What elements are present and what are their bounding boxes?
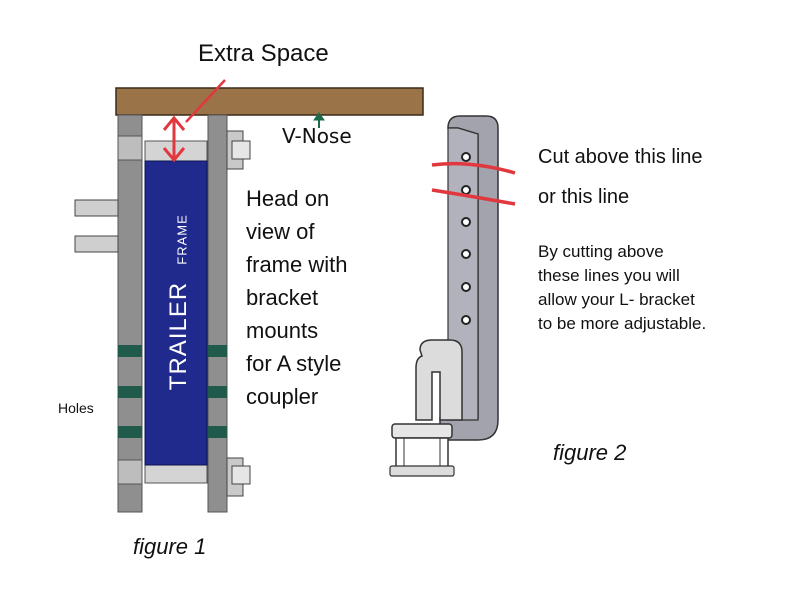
head-on-line: bracket <box>246 285 319 310</box>
head-on-line: Head on <box>246 186 330 211</box>
bottom-right-bolt <box>226 457 251 497</box>
head-on-line: mounts <box>246 318 319 343</box>
cut-line-2 <box>431 188 516 206</box>
cut-line-1 <box>431 161 516 175</box>
extra-space-leader <box>185 79 226 123</box>
note-line: to be more adjustable. <box>538 314 707 333</box>
v-nose-arrow <box>313 112 325 128</box>
figure1-caption: figure 1 <box>133 534 207 559</box>
cut-line-1-label: Cut above this line <box>538 146 703 168</box>
left-outer-rail <box>117 114 143 513</box>
bottom-plate <box>144 464 208 484</box>
note-line: By cutting above <box>538 242 664 261</box>
holes-label: Holes <box>58 400 94 416</box>
head-on-line: for A style <box>246 351 342 376</box>
cut-line-2-label: or this line <box>538 186 630 208</box>
wood-board <box>115 87 424 116</box>
left-rail-bolt-ends <box>117 135 143 485</box>
bracket-holes <box>461 152 471 325</box>
v-nose-label: V-Nose <box>282 124 352 148</box>
cutting-note: By cutting above these lines you will al… <box>538 240 706 336</box>
figure2-caption: figure 2 <box>553 440 627 465</box>
extra-space-label: Extra Space <box>198 40 329 67</box>
l-bracket <box>389 115 499 477</box>
head-on-line: view of <box>246 219 315 244</box>
note-line: these lines you will <box>538 266 680 285</box>
rail-hole-straps <box>118 345 227 438</box>
frame-label: FRAME <box>174 214 190 265</box>
head-on-line: frame with <box>246 252 348 277</box>
top-right-bolt <box>226 130 251 170</box>
trailer-frame <box>144 160 208 466</box>
extra-space-arrow <box>162 115 186 163</box>
trailer-label: TRAILER <box>165 281 192 391</box>
head-on-description: Head on view of frame with bracket mount… <box>246 182 347 413</box>
head-on-line: coupler <box>246 384 319 409</box>
right-outer-rail <box>207 114 228 513</box>
left-side-bolts <box>74 199 119 253</box>
note-line: allow your L- bracket <box>538 290 695 309</box>
